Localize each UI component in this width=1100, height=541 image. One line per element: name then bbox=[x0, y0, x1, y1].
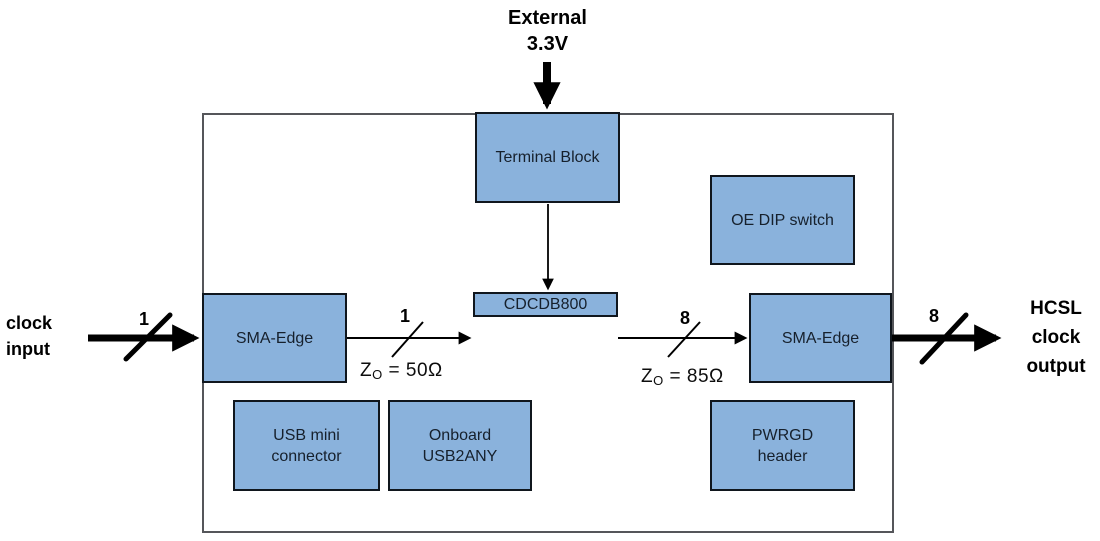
bus-width-cdc-to-sma: 8 bbox=[679, 308, 690, 328]
block-usb-mini-line2: connector bbox=[271, 447, 342, 465]
bus-width-clock-input: 1 bbox=[138, 309, 149, 329]
block-usb2any-line1: Onboard bbox=[428, 426, 492, 444]
block-usb-mini-connector: USB mini connector bbox=[233, 400, 380, 491]
block-sma-edge-output: SMA-Edge bbox=[749, 293, 892, 383]
block-oe-dip-switch-label: OE DIP switch bbox=[731, 211, 834, 229]
external-supply-line1: External bbox=[508, 7, 587, 29]
impedance-output-sub: O bbox=[653, 373, 664, 388]
block-cdcdb800: CDCDB800 bbox=[473, 292, 618, 317]
hcsl-output-line1: HCSL bbox=[1030, 298, 1082, 319]
hcsl-output-line3: output bbox=[1026, 356, 1086, 377]
impedance-output-rest: = 85Ω bbox=[663, 366, 724, 387]
bus-width-sma-to-cdc: 1 bbox=[399, 306, 410, 326]
clock-input-line1: clock bbox=[6, 313, 53, 333]
impedance-input-rest: = 50Ω bbox=[382, 360, 443, 381]
block-terminal-block: Terminal Block bbox=[475, 112, 620, 203]
impedance-label-input: ZO = 50Ω bbox=[360, 360, 443, 382]
block-onboard-usb2any: Onboard USB2ANY bbox=[388, 400, 532, 491]
clock-input-line2: input bbox=[6, 339, 50, 359]
block-sma-edge-input-label: SMA-Edge bbox=[235, 329, 314, 347]
block-pwrgd-header: PWRGD header bbox=[710, 400, 855, 491]
hcsl-clock-output-label: HCSL clock output bbox=[1012, 294, 1100, 381]
impedance-output-base: Z bbox=[641, 366, 654, 387]
block-cdcdb800-label: CDCDB800 bbox=[503, 296, 588, 313]
block-pwrgd-line2: header bbox=[757, 447, 808, 465]
bus-width-clock-output: 8 bbox=[928, 306, 939, 326]
external-supply-label: External 3.3V bbox=[480, 5, 615, 57]
block-sma-edge-input: SMA-Edge bbox=[202, 293, 347, 383]
block-usb-mini-line1: USB mini bbox=[273, 426, 340, 444]
block-usb2any-line2: USB2ANY bbox=[422, 447, 498, 465]
hcsl-output-line2: clock bbox=[1031, 327, 1081, 348]
block-terminal-block-label: Terminal Block bbox=[495, 149, 600, 166]
external-supply-line2: 3.3V bbox=[526, 33, 569, 55]
block-pwrgd-line1: PWRGD bbox=[751, 426, 814, 444]
block-oe-dip-switch: OE DIP switch bbox=[710, 175, 855, 265]
impedance-input-sub: O bbox=[372, 367, 383, 382]
impedance-input-base: Z bbox=[360, 360, 373, 381]
impedance-label-output: ZO = 85Ω bbox=[641, 366, 724, 388]
clock-input-label: clock input bbox=[6, 310, 86, 362]
block-sma-edge-output-label: SMA-Edge bbox=[781, 329, 860, 347]
